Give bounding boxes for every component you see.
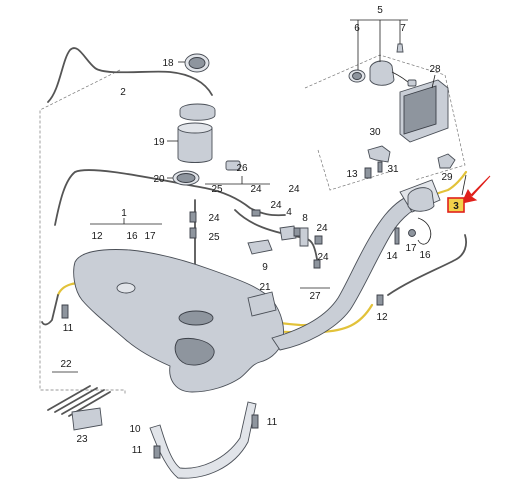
- seal-8: [299, 227, 309, 247]
- callout-2: 2: [120, 87, 126, 98]
- callout-11-left: 11: [63, 323, 74, 334]
- callout-26: 26: [236, 163, 248, 174]
- seal-ring-18-inner: [188, 57, 206, 69]
- fuel-pump-top: [177, 122, 213, 134]
- fuel-pump-flange: [179, 103, 216, 121]
- connector-24a: [189, 211, 197, 223]
- leader-3: [461, 174, 467, 196]
- callout-5: 5: [377, 5, 383, 16]
- callout-24-mid: 24: [270, 200, 282, 211]
- filler-cap: [369, 60, 395, 86]
- valve-4: [279, 225, 297, 241]
- callout-16-left: 16: [126, 231, 138, 242]
- callout-8: 8: [302, 213, 308, 224]
- fuel-line-2: [47, 47, 213, 103]
- callout-28: 28: [429, 64, 441, 75]
- connector-24c: [314, 235, 323, 245]
- callout-24-low: 24: [317, 252, 329, 263]
- callout-29: 29: [441, 172, 453, 183]
- flap-housing-face: [403, 85, 437, 135]
- callout-31: 31: [387, 164, 399, 175]
- vent-valve: [407, 187, 435, 212]
- hose-bundle-22b: [54, 387, 98, 413]
- hose-bundle-22c: [61, 389, 105, 415]
- callout-24-top: 24: [250, 184, 262, 195]
- pump-connector: [225, 160, 241, 171]
- callout-30: 30: [369, 127, 381, 138]
- callout-24-left: 24: [208, 213, 220, 224]
- assembly-outline-valve: [317, 149, 396, 191]
- fuel-tank: [73, 249, 284, 393]
- bolt-11c: [251, 414, 259, 429]
- tank-opening-left: [116, 282, 136, 294]
- callout-19: 19: [153, 137, 165, 148]
- assembly-outline-left: [39, 69, 126, 395]
- callout-11-strap-right: 11: [267, 417, 278, 428]
- connector-24d: [313, 259, 321, 269]
- pump-opening: [178, 310, 214, 326]
- connector-24b: [251, 209, 261, 217]
- sensor-17: [408, 229, 416, 237]
- bolt-11b: [153, 445, 161, 459]
- tank-recess: [174, 338, 215, 366]
- callout-20: 20: [153, 174, 165, 185]
- screw-14: [394, 227, 400, 245]
- callout-14: 14: [386, 251, 398, 262]
- leader-28: [431, 74, 436, 89]
- callout-1: 1: [121, 208, 127, 219]
- bracket-9: [247, 239, 273, 255]
- callout-17-right: 17: [405, 243, 417, 254]
- callout-labels: 5 6 7 28 18 2 19 20 26 25 24 24 25 24 4 …: [60, 5, 453, 456]
- fuel-pump-module: [177, 127, 213, 163]
- callout-13: 13: [346, 169, 358, 180]
- callout-12-right: 12: [376, 312, 388, 323]
- highlight-label: 3: [453, 201, 459, 212]
- return-line-right: [387, 234, 468, 296]
- bolt-11a: [61, 304, 69, 319]
- bracket-29: [437, 153, 456, 169]
- clip-31: [377, 161, 383, 173]
- cap-tether: [391, 71, 411, 85]
- bracket-30: [367, 145, 391, 163]
- callout-21: 21: [259, 282, 271, 293]
- locking-ring-20-inner: [176, 173, 196, 183]
- callout-9: 9: [262, 262, 268, 273]
- left-hook-line: [41, 294, 59, 326]
- clamp-23: [71, 407, 103, 431]
- cap-tether-clip: [407, 79, 417, 87]
- connector-25: [189, 227, 197, 239]
- hose-bundle-22a: [47, 385, 91, 411]
- callout-23: 23: [76, 434, 88, 445]
- callout-4: 4: [286, 207, 292, 218]
- highlight-box: [447, 197, 465, 213]
- highlight-arrow: [461, 175, 491, 204]
- sensor-wire-16: [417, 217, 432, 245]
- callout-24-inner: 24: [288, 184, 300, 195]
- callout-25-left: 25: [208, 232, 220, 243]
- callout-22: 22: [60, 359, 72, 370]
- callout-25-top: 25: [211, 184, 223, 195]
- callout-17-left: 17: [144, 231, 156, 242]
- bolt-7: [396, 43, 404, 53]
- callout-6: 6: [354, 23, 360, 34]
- callout-27: 27: [309, 291, 321, 302]
- callout-10: 10: [129, 424, 141, 435]
- callout-11-strap-left: 11: [132, 445, 143, 456]
- clip-13: [364, 167, 372, 179]
- callout-7: 7: [400, 23, 406, 34]
- cover-21: [247, 291, 277, 317]
- callout-12-left: 12: [91, 231, 103, 242]
- callout-16-right: 16: [419, 250, 431, 261]
- gasket-6-inner: [352, 72, 362, 80]
- callout-24-right: 24: [316, 223, 328, 234]
- bolt-12b: [376, 294, 384, 306]
- callout-18: 18: [162, 58, 174, 69]
- tank-strap-10: [149, 401, 257, 479]
